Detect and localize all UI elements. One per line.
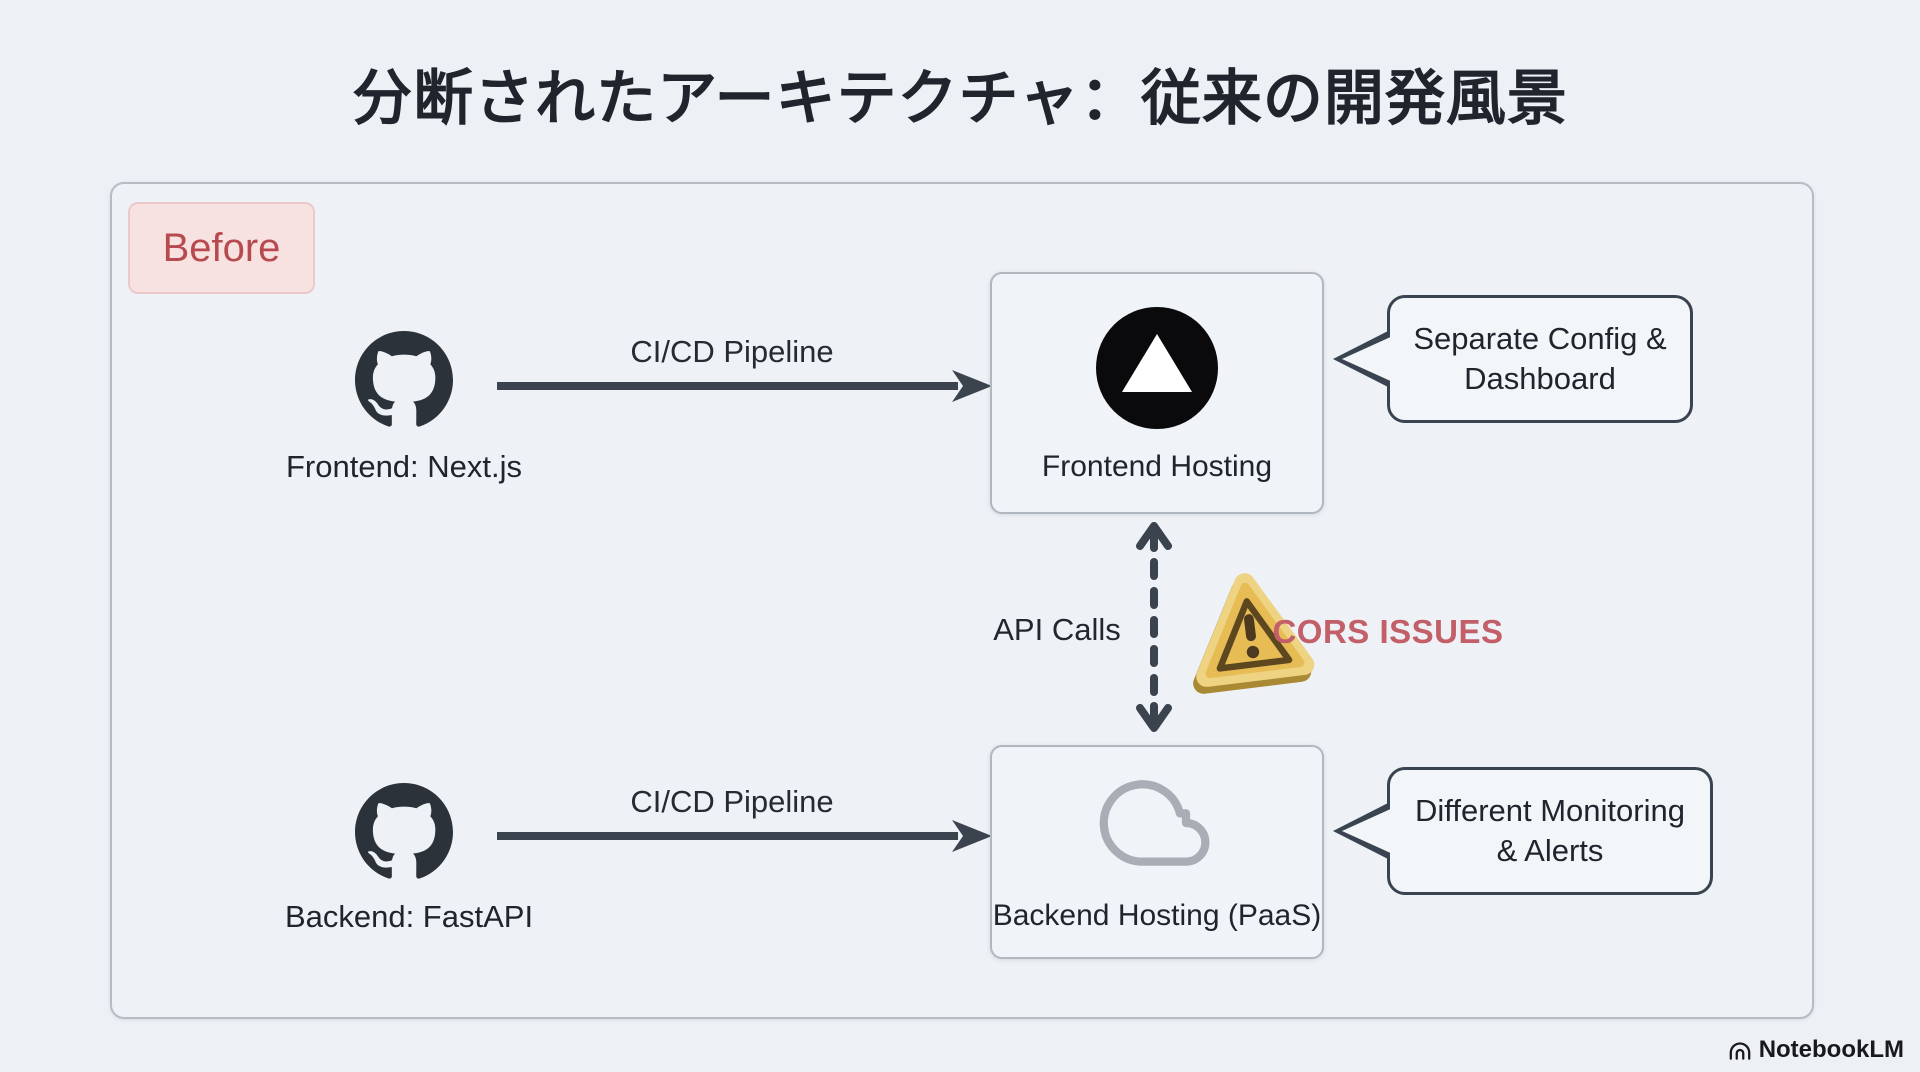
frontend-pipeline-label: CI/CD Pipeline: [630, 334, 834, 369]
github-backend-icon: [355, 783, 453, 886]
frontend-callout-bubble: Separate Config & Dashboard: [1333, 295, 1693, 423]
notebooklm-icon: [1727, 1037, 1753, 1063]
frontend-pipeline-arrow-icon: [494, 368, 994, 409]
api-calls-label: API Calls: [993, 612, 1121, 647]
page-title: 分断されたアーキテクチャ：従来の開発風景: [352, 65, 1568, 132]
github-frontend-icon: [355, 331, 453, 434]
cloud-icon: [1087, 765, 1227, 886]
frontend-source-label: Frontend: Next.js: [285, 449, 523, 484]
backend-callout-line1: Different Monitoring: [1415, 793, 1685, 829]
backend-hosting-card: Backend Hosting (PaaS): [990, 745, 1324, 959]
backend-pipeline-label: CI/CD Pipeline: [630, 784, 834, 819]
notebooklm-label: NotebookLM: [1758, 1036, 1904, 1063]
backend-callout-line2: & Alerts: [1496, 833, 1604, 868]
frontend-callout-line1: Separate Config &: [1413, 321, 1667, 357]
backend-hosting-label: Backend Hosting (PaaS): [992, 899, 1322, 932]
backend-source-label: Backend: FastAPI: [284, 899, 534, 934]
frontend-callout-line2: Dashboard: [1464, 361, 1616, 396]
frontend-hosting-card: Frontend Hosting: [990, 272, 1324, 514]
api-calls-dashed-arrow-icon: [1119, 520, 1189, 739]
frontend-hosting-label: Frontend Hosting: [1041, 450, 1273, 483]
diagram-container: Before Frontend: Next.js CI/CD Pipeline …: [110, 182, 1814, 1019]
warning-icon: [1180, 565, 1322, 712]
before-badge: Before: [128, 202, 315, 294]
vercel-icon: [1096, 307, 1218, 429]
notebooklm-watermark: NotebookLM: [1727, 1036, 1904, 1064]
cors-issues-label: CORS ISSUES: [1272, 613, 1504, 650]
backend-callout-bubble: Different Monitoring & Alerts: [1333, 767, 1713, 895]
backend-pipeline-arrow-icon: [494, 818, 994, 859]
